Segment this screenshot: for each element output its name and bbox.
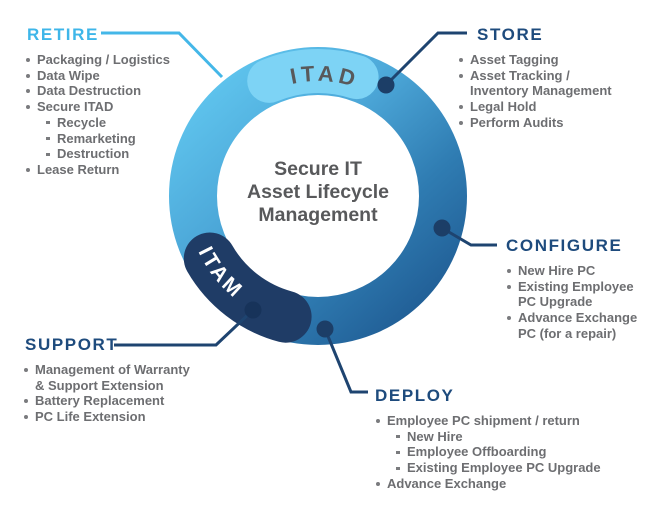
bullet-icon [458, 115, 470, 131]
list-subitem: Remarketing [45, 131, 240, 147]
list-item: Employee PC shipment / return [375, 413, 640, 429]
store-connector-line [384, 31, 467, 87]
itam-badge [183, 232, 312, 343]
square-bullet-icon [45, 146, 57, 162]
support-heading: SUPPORT [25, 335, 119, 354]
deploy-connector-line [323, 328, 368, 394]
bullet-icon [25, 83, 37, 99]
center-title-line: Secure IT [274, 158, 362, 180]
list-subitem: Destruction [45, 146, 240, 162]
list-item: Asset Tracking /Inventory Management [458, 68, 643, 99]
list-item: Data Wipe [25, 68, 240, 84]
store-list: Asset Tagging Asset Tracking /Inventory … [458, 52, 643, 131]
bullet-icon [458, 52, 470, 68]
support-list: Management of Warranty& Support Extensio… [23, 362, 248, 425]
store-heading: STORE [477, 25, 544, 44]
configure-connector-dot [433, 219, 451, 237]
section-deploy: DEPLOY Employee PC shipment / return New… [375, 386, 640, 492]
section-support: SUPPORT Management of Warranty& Support … [23, 335, 248, 425]
list-item: Management of Warranty& Support Extensio… [23, 362, 248, 393]
list-item: PC Life Extension [23, 409, 248, 425]
bullet-icon [375, 413, 387, 429]
list-item: Battery Replacement [23, 393, 248, 409]
square-bullet-icon [395, 444, 407, 460]
list-item: Lease Return [25, 162, 240, 178]
bullet-icon [23, 409, 35, 425]
bullet-icon [458, 99, 470, 115]
bullet-icon [25, 52, 37, 68]
bullet-icon [23, 393, 35, 409]
list-subitem: Recycle [45, 115, 240, 131]
bullet-icon [23, 362, 35, 393]
list-subitem: Existing Employee PC Upgrade [395, 460, 640, 476]
list-item: Packaging / Logistics [25, 52, 240, 68]
retire-connector-line [101, 31, 224, 79]
square-bullet-icon [395, 460, 407, 476]
square-bullet-icon [45, 115, 57, 131]
square-bullet-icon [395, 429, 407, 445]
square-bullet-icon [45, 131, 57, 147]
configure-heading: CONFIGURE [506, 236, 623, 255]
deploy-connector-dot [316, 320, 334, 338]
bullet-icon [506, 279, 518, 310]
bullet-icon [25, 68, 37, 84]
list-subitem: Employee Offboarding [395, 444, 640, 460]
list-item: Advance Exchange [375, 476, 640, 492]
section-store: STORE Asset Tagging Asset Tracking /Inve… [458, 25, 643, 131]
section-retire: RETIRE Packaging / Logistics Data Wipe D… [25, 25, 240, 178]
list-item: New Hire PC [506, 263, 650, 279]
bullet-icon [25, 99, 37, 115]
bullet-icon [375, 476, 387, 492]
bullet-icon [506, 263, 518, 279]
bullet-icon [458, 68, 470, 99]
itad-segment-highlight [247, 49, 379, 103]
support-connector-dot [244, 301, 262, 319]
center-title-line: Asset Lifecycle [247, 181, 389, 203]
center-title-line: Management [258, 204, 378, 226]
list-item: Asset Tagging [458, 52, 643, 68]
configure-connector-line [441, 226, 497, 247]
retire-list: Packaging / Logistics Data Wipe Data Des… [25, 52, 240, 178]
list-item: Secure ITAD [25, 99, 240, 115]
deploy-heading: DEPLOY [375, 386, 455, 405]
store-connector-dot [377, 76, 395, 94]
list-subitem: New Hire [395, 429, 640, 445]
bullet-icon [506, 310, 518, 341]
retire-heading: RETIRE [27, 25, 99, 44]
list-item: Legal Hold [458, 99, 643, 115]
deploy-list: Employee PC shipment / return New Hire E… [375, 413, 640, 492]
center-title: Secure IT Asset Lifecycle Management [218, 158, 418, 227]
list-item: Perform Audits [458, 115, 643, 131]
bullet-icon [25, 162, 37, 178]
support-connector-line [114, 308, 255, 347]
list-item: Data Destruction [25, 83, 240, 99]
